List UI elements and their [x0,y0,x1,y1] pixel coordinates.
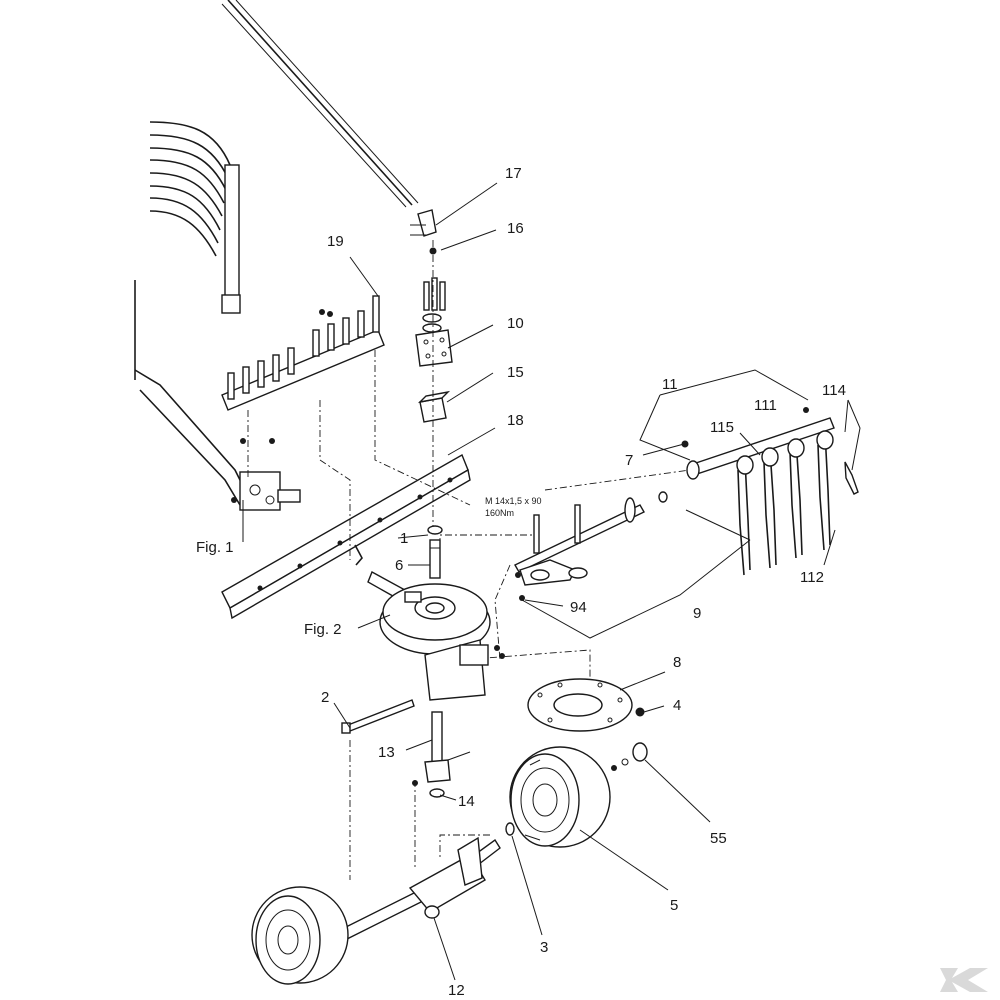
label-3: 3 [540,939,548,956]
label-6: 6 [395,557,403,574]
part-11-tine-arm [681,407,859,576]
bolts-10 [422,277,446,333]
part-1-6-shaft [427,525,443,579]
torque-value: 160Nm [485,508,514,518]
label-4: 4 [673,697,681,714]
label-7: 7 [625,452,633,469]
fig2-gearbox [367,571,505,701]
label-55: 55 [710,830,727,847]
label-94: 94 [570,599,587,616]
label-17: 17 [505,165,522,182]
part-2-bolt [341,699,415,734]
part-labels: 17 16 19 10 15 11 114 111 115 18 7 1 6 9… [321,165,846,999]
part-5-wheel [509,746,611,848]
label-19: 19 [327,233,344,250]
label-12: 12 [448,982,465,999]
label-5: 5 [670,897,678,914]
label-18: 18 [507,412,524,429]
part-19-tine-holder [221,295,385,411]
label-115: 115 [710,419,734,436]
label-14: 14 [458,793,475,810]
torque-spec: M 14x1,5 x 90 [485,496,542,506]
rotor-arm-top [221,0,419,208]
part-4-nut [635,707,645,717]
part-3-washer [505,822,515,836]
label-11: 11 [662,376,678,393]
part-12-axle-frame [329,836,501,946]
label-10: 10 [507,315,524,332]
label-16: 16 [507,220,524,237]
part-9-rotor-shaft [514,491,668,601]
label-15: 15 [507,364,524,381]
label-112: 112 [800,569,824,586]
label-13: 13 [378,744,395,761]
label-8: 8 [673,654,681,671]
part-17-clevis [410,209,437,237]
tine-rack-left [149,121,241,314]
figure-label-2: Fig. 2 [304,621,342,638]
part-13-axle [412,711,471,798]
label-114: 114 [822,382,846,399]
part-112-tines [736,430,834,576]
figure-label-1: Fig. 1 [196,539,234,556]
part-10-bracket [415,329,453,367]
part-12-wheel [251,886,349,985]
part-8-plate [527,678,633,732]
label-9: 9 [693,605,701,622]
brand-logo [940,968,988,992]
label-1: 1 [400,530,408,547]
label-2: 2 [321,689,329,706]
fig1-arm [134,280,301,511]
leader-lines [242,182,861,981]
part-15-block [417,390,451,423]
part-55-hubcap [611,742,648,771]
label-111: 111 [754,397,777,414]
